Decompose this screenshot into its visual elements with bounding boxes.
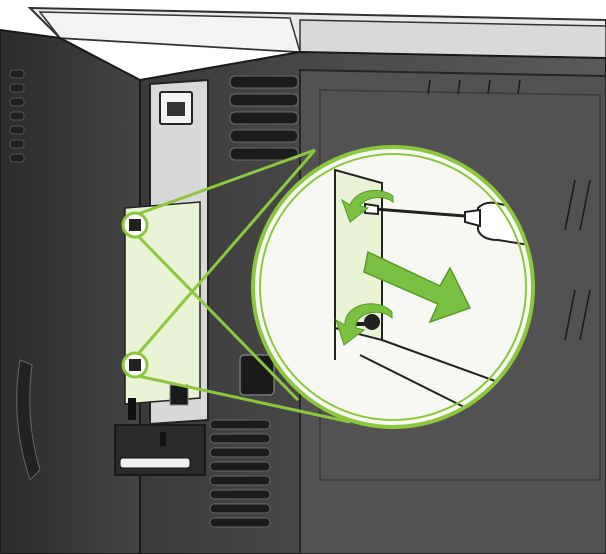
printer-top-cover [27,6,606,62]
usb-port-icon [169,384,189,406]
lower-screw-highlight [121,351,149,379]
power-connector [239,354,275,396]
rotate-counterclockwise-arrow-icon [341,189,394,223]
rear-vents-upper [229,75,299,161]
screw-icon [356,314,380,330]
network-port-icon [159,91,193,125]
formatter-board-panel [114,78,209,476]
rear-vents-lower [209,419,271,528]
pull-out-arrow-icon [363,250,472,324]
printer-left-side [0,28,141,554]
callout-lines [136,148,351,424]
rotate-counterclockwise-arrow-icon-lower [335,303,393,346]
magnifier-callout [251,145,535,429]
upper-screw-highlight [121,211,149,239]
